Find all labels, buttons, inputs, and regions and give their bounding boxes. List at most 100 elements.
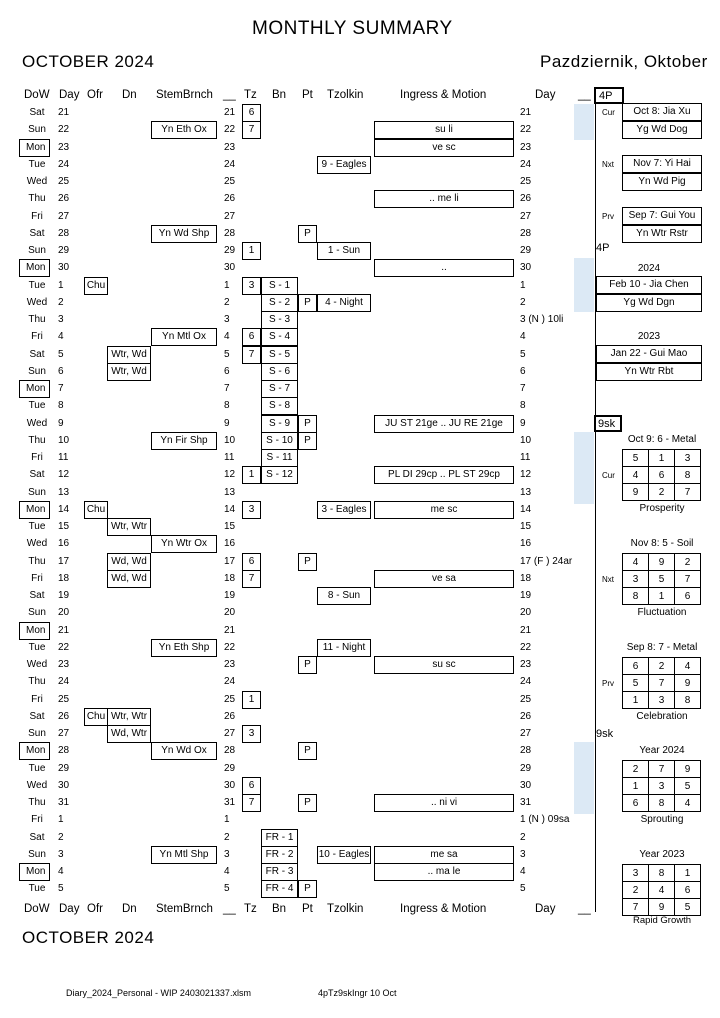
cell-tzolkin: 8 - Sun — [317, 587, 371, 605]
cell-day2: 22 — [520, 641, 532, 653]
cell-dow: Tue — [28, 400, 46, 412]
footer-filename: Diary_2024_Personal - WIP 2403021337.xls… — [66, 988, 251, 998]
cell-dow: Mon — [19, 138, 50, 157]
cell-day: 3 — [58, 848, 64, 860]
cell-tz: 7 — [242, 569, 261, 588]
cell-bn: S - 7 — [261, 380, 298, 398]
cell-d3: 4 — [224, 331, 230, 343]
grid-cell: 5 — [622, 674, 649, 692]
cell-dow: Sun — [28, 728, 46, 739]
cell-d3: 28 — [224, 745, 236, 757]
cell-ingress: JU ST 21ge .. JU RE 21ge — [374, 414, 514, 433]
cell-d3: 24 — [224, 158, 236, 170]
cell-d3: 26 — [224, 710, 236, 722]
cell-stem: Yn Eth Shp — [151, 638, 217, 657]
cell-tzolkin: 3 - Eagles — [317, 500, 371, 519]
cell-dow: Wed — [26, 538, 48, 550]
cell-d3: 26 — [224, 193, 236, 205]
cell-d3: 8 — [224, 400, 230, 412]
cell-pt: P — [298, 742, 317, 761]
cell-tzolkin: 4 - Night — [317, 293, 371, 312]
cell-dow: Sat — [29, 227, 45, 239]
grid-cell: 7 — [648, 760, 675, 778]
nxt-grid-label: Nxt — [602, 575, 614, 584]
nxt-grid-title: Nov 8: 5 - Soil — [630, 538, 694, 549]
cell-tzolkin: 1 - Sun — [317, 242, 371, 260]
cell-day: 28 — [58, 745, 70, 757]
cell-d3: 20 — [224, 607, 236, 619]
cell-pt: P — [298, 293, 317, 312]
cell-stem: Yn Wd Shp — [151, 224, 217, 243]
cell-day: 5 — [58, 883, 64, 895]
cell-dow: Sat — [29, 107, 45, 118]
cell-tz: 6 — [242, 552, 261, 571]
cell-day2: 30 — [520, 262, 532, 274]
cell-bn: FR - 4 — [261, 880, 298, 899]
cell-day: 24 — [58, 676, 70, 688]
cell-dn: Wtr, Wtr — [107, 707, 151, 726]
cell-bn: S - 2 — [261, 293, 298, 312]
cell-dow: Fri — [31, 331, 43, 343]
grid-cell: 1 — [648, 449, 675, 467]
grid-cell: 1 — [648, 587, 675, 605]
grid-cell: 3 — [648, 691, 675, 709]
cell-stem: Yn Mtl Shp — [151, 845, 217, 864]
cell-day2: 12 — [520, 469, 532, 481]
cell-day2: 2 — [520, 296, 526, 308]
grid-cell: 7 — [648, 674, 675, 692]
year-2023-name: Yn Wtr Rbt — [596, 363, 702, 381]
cell-day2: 17 (F ) 24ar — [520, 555, 573, 567]
prv-grid-caption: Celebration — [636, 711, 688, 722]
cell-dow: Sat — [29, 469, 45, 481]
cell-day2: 4 — [520, 866, 526, 877]
cell-ofr: Chu — [84, 707, 108, 726]
cell-dow: Thu — [28, 555, 46, 567]
cell-d3: 21 — [224, 107, 236, 118]
grid-cell: 8 — [648, 864, 675, 882]
cell-day: 23 — [58, 659, 70, 670]
highlight-band — [574, 258, 594, 312]
year-2023-label: 2023 — [637, 331, 661, 342]
cell-d3: 13 — [224, 486, 236, 498]
cell-day2: 8 — [520, 400, 526, 412]
cell-day2: 2 — [520, 831, 526, 843]
nxt-grid-caption: Fluctuation — [637, 607, 687, 618]
cell-dow: Tue — [28, 521, 46, 532]
cell-day: 8 — [58, 400, 64, 412]
cell-dow: Mon — [19, 742, 50, 761]
grid-cell: 5 — [622, 449, 649, 467]
header-stembrnch: StemBrnch — [156, 89, 213, 101]
cell-dow: Sat — [29, 831, 45, 843]
grid-cell: 9 — [648, 898, 675, 916]
cell-d3: 25 — [224, 176, 236, 187]
year-2023-grid-caption: Rapid Growth — [632, 915, 692, 926]
cell-dn: Wtr, Wtr — [107, 518, 151, 536]
cell-d3: 23 — [224, 141, 236, 153]
cell-day: 25 — [58, 176, 70, 187]
cell-tz: 7 — [242, 121, 261, 140]
cell-day2: 6 — [520, 365, 526, 377]
cell-pt: P — [298, 224, 317, 243]
cell-day: 11 — [58, 452, 69, 463]
grid-cell: 1 — [674, 864, 701, 882]
cell-tz: 1 — [242, 466, 261, 485]
cell-day2: 29 — [520, 762, 532, 774]
cell-day: 21 — [58, 624, 70, 636]
cell-day: 25 — [58, 693, 70, 705]
cell-dow: Mon — [19, 500, 50, 519]
cell-d3: 14 — [224, 503, 236, 515]
cell-bn: S - 12 — [261, 466, 298, 485]
grid-cell: 9 — [674, 760, 701, 778]
cell-day: 26 — [58, 193, 70, 205]
cell-dow: Tue — [28, 762, 46, 774]
nxt-pillar-name: Yn Wd Pig — [622, 173, 702, 191]
header-dow: DoW — [24, 89, 50, 101]
grid-cell: 4 — [674, 657, 701, 675]
cell-d3: 22 — [224, 641, 236, 653]
header-tzolkin: Tzolkin — [327, 89, 364, 101]
cell-day: 2 — [58, 831, 64, 843]
